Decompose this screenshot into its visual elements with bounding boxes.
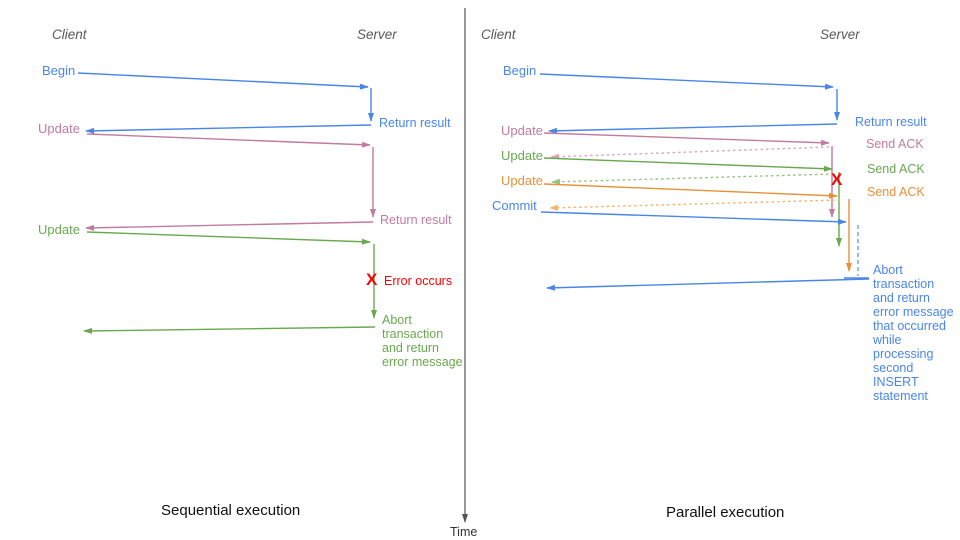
seq-update-2-request-arrow <box>86 231 371 245</box>
par-send-ack-2-label: Send ACK <box>867 162 925 176</box>
par-abort-message: Abort transaction and return error messa… <box>873 263 954 403</box>
par-client-header: Client <box>481 27 516 42</box>
par-commit-label: Commit <box>492 198 537 213</box>
seq-error-occurs-label: Error occurs <box>384 274 453 288</box>
par-send-ack-1-label: Send ACK <box>866 137 924 151</box>
par-return-result-label: Return result <box>855 115 927 129</box>
par-begin-request-arrow <box>539 73 834 90</box>
seq-return-result-1-arrow <box>85 124 372 134</box>
seq-error-x-icon: X <box>366 270 378 289</box>
par-update-2-request-arrow <box>543 157 833 172</box>
seq-begin-request-arrow <box>77 72 369 90</box>
seq-abort-return-arrow <box>83 326 376 334</box>
par-send-ack-2-arrow <box>551 173 835 185</box>
par-send-ack-3-arrow <box>549 199 841 211</box>
par-update-1-request-arrow <box>543 132 830 146</box>
par-error-x-icon: X <box>831 170 843 189</box>
seq-server-header: Server <box>357 27 397 42</box>
par-update-3-label: Update <box>501 173 543 188</box>
seq-return-result-2-label: Return result <box>380 213 452 227</box>
seq-return-result-2-arrow <box>85 221 374 231</box>
seq-caption: Sequential execution <box>161 502 301 519</box>
seq-abort-message: Abort transaction and return error messa… <box>382 313 463 369</box>
par-send-ack-1-arrow <box>550 146 830 160</box>
parallel-wires <box>539 73 870 291</box>
sequential-wires <box>77 72 377 334</box>
seq-update-2-label: Update <box>38 222 80 237</box>
par-abort-return-arrow <box>546 278 870 291</box>
par-commit-request-arrow <box>540 211 847 225</box>
seq-update-1-label: Update <box>38 121 80 136</box>
seq-begin-label: Begin <box>42 63 76 78</box>
par-return-result-arrow <box>548 123 838 134</box>
time-axis-label: Time <box>450 525 478 539</box>
par-begin-label: Begin <box>503 63 537 78</box>
seq-client-header: Client <box>52 27 87 42</box>
seq-return-result-1-label: Return result <box>379 116 451 130</box>
seq-update-1-request-arrow <box>86 133 371 148</box>
par-update-2-label: Update <box>501 148 543 163</box>
par-server-header: Server <box>820 27 860 42</box>
par-send-ack-3-label: Send ACK <box>867 185 925 199</box>
par-update-3-request-arrow <box>543 183 838 199</box>
par-caption: Parallel execution <box>666 504 785 521</box>
par-update-1-label: Update <box>501 123 543 138</box>
